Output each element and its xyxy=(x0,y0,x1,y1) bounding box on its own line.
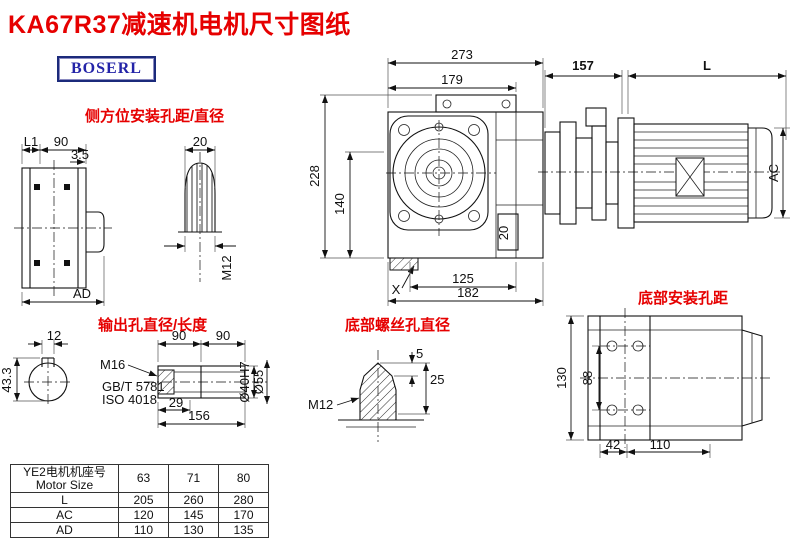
table-cell: 145 xyxy=(168,507,219,523)
dim-90-b: 90 xyxy=(216,328,230,343)
dim-d40h7: Ø40H7 xyxy=(237,361,252,402)
table-header-motor-size: YE2电机机座号 Motor Size xyxy=(10,464,119,493)
table-cell: 280 xyxy=(218,492,269,508)
bottom-mount-view: 130 88 42 110 xyxy=(554,308,772,458)
table-row-L: L 205 260 280 xyxy=(10,492,269,508)
dim-43-3: 43.3 xyxy=(0,367,14,392)
dim-ad: AD xyxy=(73,286,91,301)
main-front-view: 20 X 273 179 228 140 125 182 xyxy=(307,47,544,306)
label-output: 输出孔直径/长度 xyxy=(98,317,208,334)
label-screw-m12: M12 xyxy=(308,397,333,412)
dim-125: 125 xyxy=(452,271,474,286)
dim-key-12: 12 xyxy=(47,328,61,343)
table-cell: 170 xyxy=(218,507,269,523)
page-title: KA67R37减速机电机尺寸图纸 xyxy=(8,11,351,39)
dim-AC: AC xyxy=(766,164,781,182)
dim-157: 157 xyxy=(572,58,594,73)
dim-bore-20: 20 xyxy=(193,134,207,149)
label-bottom-screw: 底部螺丝孔直径 xyxy=(345,317,451,334)
dim-screw-25: 25 xyxy=(430,372,444,387)
dim-90-a: 90 xyxy=(172,328,186,343)
dim-L: L xyxy=(703,58,711,73)
table-cell: 130 xyxy=(168,522,219,538)
dim-l1: L1 xyxy=(24,134,38,149)
label-m16: M16 xyxy=(100,357,125,372)
dim-3-5: 3.5 xyxy=(71,147,89,162)
dim-42: 42 xyxy=(606,437,620,452)
motor-size-table: YE2电机机座号 Motor Size 63 71 80 L 205 260 2… xyxy=(10,464,269,538)
dim-29: 29 xyxy=(169,395,183,410)
table-size-80: 80 xyxy=(218,464,269,493)
table-cell: 205 xyxy=(118,492,169,508)
label-iso-4018: ISO 4018 xyxy=(102,392,157,407)
output-shaft-view: 12 43.3 90 90 M16 GB/T 5781 ISO 4018 29 … xyxy=(0,328,270,428)
table-row-label: L xyxy=(10,492,119,508)
label-bottom-mount: 底部安装孔距 xyxy=(638,290,729,307)
brand-logo: BOSERL xyxy=(57,56,156,82)
dim-90-side: 90 xyxy=(54,134,68,149)
dim-d55: Ø55 xyxy=(251,370,266,395)
side-view: L1 90 3.5 AD xyxy=(14,134,112,306)
table-header-cn: YE2电机机座号 xyxy=(23,464,106,479)
table-row-AD: AD 110 130 135 xyxy=(10,522,269,538)
dim-182: 182 xyxy=(457,285,479,300)
table-row-AC: AC 120 145 170 xyxy=(10,507,269,523)
motor-fins xyxy=(634,131,748,215)
table-header-en: Motor Size xyxy=(35,477,94,492)
dim-130: 130 xyxy=(554,367,569,389)
dim-20-rotated: 20 xyxy=(496,226,511,240)
label-gbt-5781: GB/T 5781 xyxy=(102,379,165,394)
table-cell: 110 xyxy=(118,522,169,538)
motor-side-view: 157 L AC xyxy=(538,58,790,229)
table-row-label: AC xyxy=(10,507,119,523)
dim-bore-m12: M12 xyxy=(219,255,234,280)
table-size-63: 63 xyxy=(118,464,169,493)
label-side-mount: 侧方位安装孔距/直径 xyxy=(85,108,225,125)
bore-detail-view: 20 M12 xyxy=(164,134,236,282)
dim-88: 88 xyxy=(580,371,595,385)
table-cell: 135 xyxy=(218,522,269,538)
dim-273: 273 xyxy=(451,47,473,62)
view-x-label: X xyxy=(392,282,401,297)
table-size-71: 71 xyxy=(168,464,219,493)
dim-156: 156 xyxy=(188,408,210,423)
dim-179: 179 xyxy=(441,72,463,87)
dim-140: 140 xyxy=(332,193,347,215)
table-row-label: AD xyxy=(10,522,119,538)
bottom-screw-view: 5 25 M12 xyxy=(308,346,444,442)
dim-screw-5: 5 xyxy=(416,346,423,361)
brand-text: BOSERL xyxy=(71,60,142,77)
dim-228: 228 xyxy=(307,165,322,187)
dim-110: 110 xyxy=(650,437,671,452)
table-cell: 120 xyxy=(118,507,169,523)
table-cell: 260 xyxy=(168,492,219,508)
